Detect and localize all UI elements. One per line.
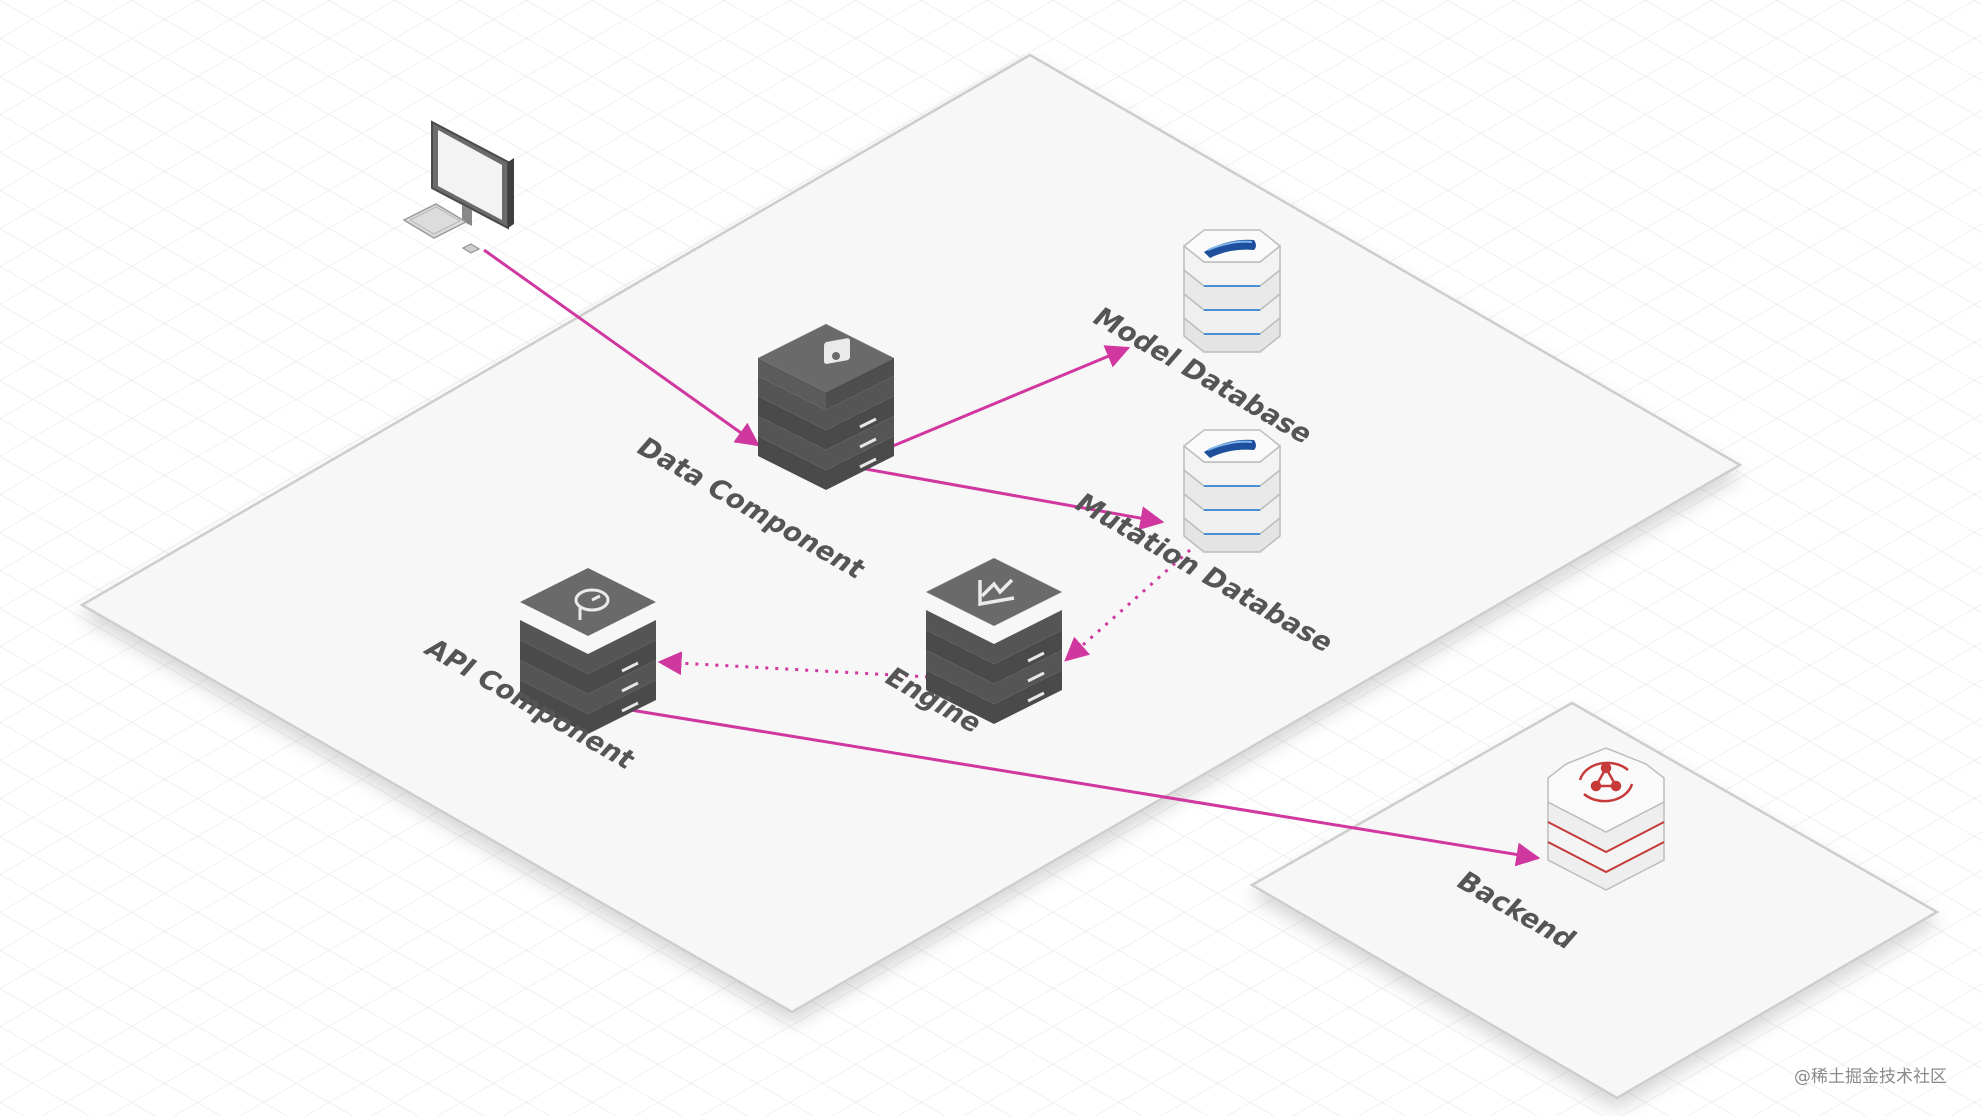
watermark: @稀土掘金技术社区 xyxy=(1794,1067,1947,1087)
sync-network-icon xyxy=(1547,747,1665,891)
edges xyxy=(483,248,1541,867)
edge-mutation-database-to-engine xyxy=(1064,548,1191,662)
database-icon xyxy=(1182,429,1282,553)
database-icon xyxy=(1182,229,1282,353)
edge-api-component-to-backend xyxy=(587,701,1541,867)
edge-engine-to-api-component xyxy=(657,651,949,680)
backend-platform xyxy=(1249,701,1940,1100)
data-component-node[interactable] xyxy=(758,324,894,490)
server-stack-icon xyxy=(926,558,1062,724)
api-component-node[interactable] xyxy=(520,568,656,734)
desktop-computer-icon xyxy=(402,120,514,254)
edge-client-to-data-component xyxy=(483,248,760,447)
engine-node[interactable] xyxy=(926,558,1062,724)
backend-node[interactable] xyxy=(1547,747,1665,891)
main-platform xyxy=(79,53,1743,1014)
edge-data-component-to-model-database xyxy=(887,345,1131,450)
server-stack-icon xyxy=(520,568,656,734)
client-computer xyxy=(402,120,514,254)
model-database-node[interactable] xyxy=(1182,229,1282,353)
server-stack-icon xyxy=(758,324,894,490)
edge-data-component-to-mutation-database xyxy=(859,466,1165,531)
mutation-database-node[interactable] xyxy=(1182,429,1282,553)
